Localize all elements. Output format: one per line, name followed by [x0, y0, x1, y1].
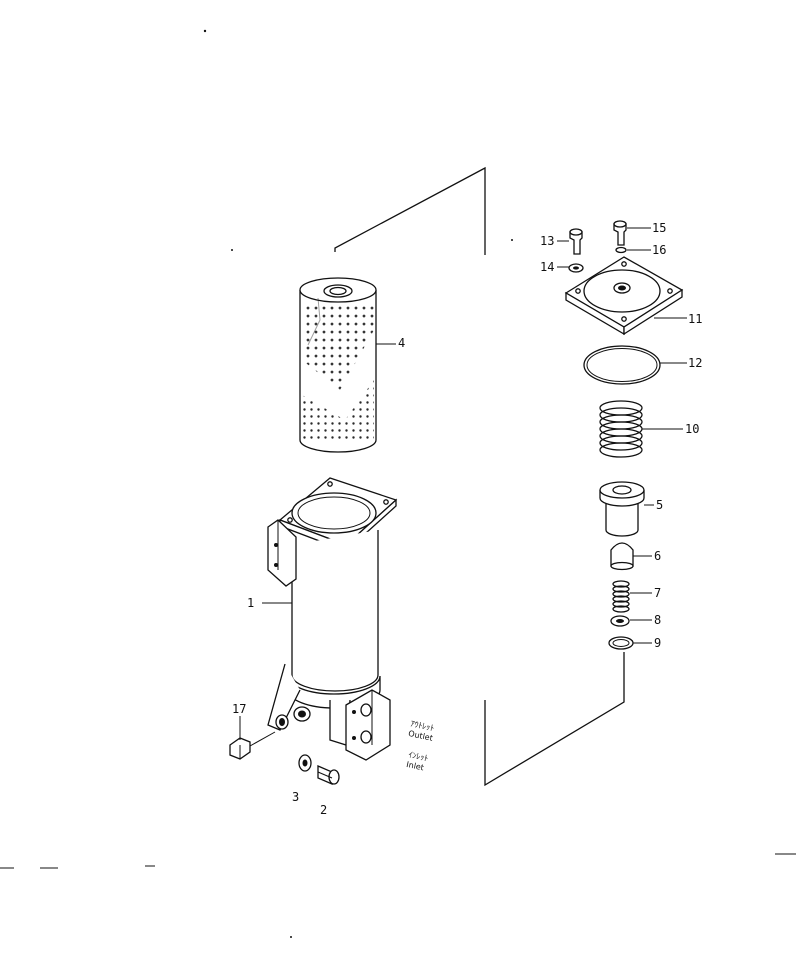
- mounting-bolt: [298, 754, 340, 785]
- valve-poppet: [610, 542, 634, 571]
- callout-1: 1: [247, 596, 254, 610]
- scan-marks: [0, 29, 796, 938]
- callout-6: 6: [654, 549, 661, 563]
- filter-element: [299, 277, 377, 453]
- inlet-label: Inlet: [406, 760, 425, 772]
- callout-3: 3: [292, 790, 299, 804]
- callout-14: 14: [540, 260, 554, 274]
- drain-plug: [229, 731, 276, 760]
- callout-13: 13: [540, 234, 554, 248]
- callout-5: 5: [656, 498, 663, 512]
- callout-2: 2: [320, 803, 327, 817]
- callout-17: 17: [232, 702, 246, 716]
- callout-10: 10: [685, 422, 699, 436]
- snap-ring: [608, 636, 634, 650]
- callout-labels: 4 1 17 3 2 13 14 15 16 11 12 10 5 6 7 8 …: [232, 221, 702, 817]
- washer-16: [615, 246, 627, 254]
- large-spring: [599, 400, 643, 458]
- cover-plate: [564, 256, 684, 336]
- washer-14: [568, 263, 584, 273]
- assembly-bracket-lines: [334, 166, 625, 787]
- callout-9: 9: [654, 636, 661, 650]
- inlet-jp-label: ｲﾝﾚｯﾄ: [408, 750, 429, 763]
- o-ring: [583, 345, 661, 385]
- callout-4: 4: [398, 336, 405, 350]
- callout-8: 8: [654, 613, 661, 627]
- callout-15: 15: [652, 221, 666, 235]
- callout-16: 16: [652, 243, 666, 257]
- callout-7: 7: [654, 586, 661, 600]
- cover-bolt-15: [613, 220, 627, 246]
- cover-bolt-13: [569, 228, 583, 255]
- port-labels: ｱｳﾄﾚｯﾄ Outlet ｲﾝﾚｯﾄ Inlet: [406, 719, 435, 772]
- callout-12: 12: [688, 356, 702, 370]
- filter-housing: [267, 477, 398, 761]
- spring-seat: [610, 615, 630, 627]
- small-spring: [612, 580, 630, 613]
- leader-lines: [239, 227, 687, 740]
- callout-11: 11: [688, 312, 702, 326]
- valve-body: [599, 481, 645, 537]
